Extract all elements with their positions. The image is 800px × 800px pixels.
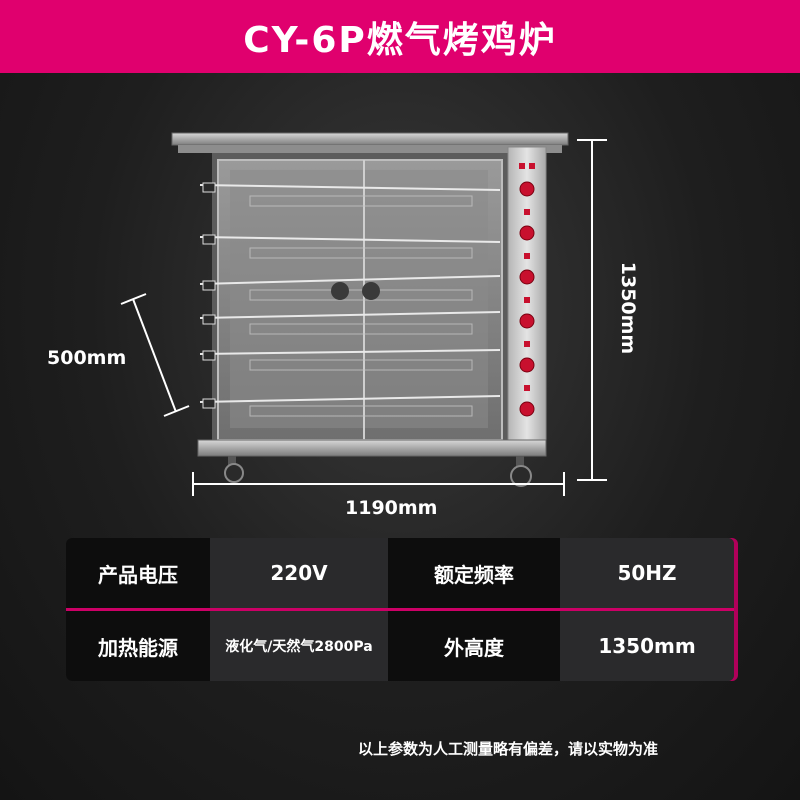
spec-value-voltage: 220V bbox=[210, 538, 388, 608]
control-knobs bbox=[519, 181, 535, 417]
spec-divider bbox=[66, 608, 734, 611]
oven-top-lid bbox=[171, 132, 569, 153]
spec-label-height: 外高度 bbox=[388, 611, 560, 681]
disclaimer-note: 以上参数为人工测量略有偏差，请以实物为准 bbox=[358, 740, 659, 758]
spec-row: 加热能源 液化气/天然气2800Pa 外高度 1350mm bbox=[66, 611, 734, 681]
height-label-wrapper: 1350mm bbox=[598, 258, 658, 358]
depth-dimension-line bbox=[120, 293, 190, 417]
depth-label: 500mm bbox=[47, 347, 127, 369]
spec-label-frequency: 额定频率 bbox=[388, 538, 560, 608]
product-image bbox=[120, 132, 607, 496]
width-label: 1190mm bbox=[345, 497, 438, 519]
page-title: CY-6P燃气烤鸡炉 bbox=[243, 19, 557, 61]
spit-racks bbox=[249, 195, 473, 417]
spec-value-height: 1350mm bbox=[560, 611, 734, 681]
title-banner: CY-6P燃气烤鸡炉 bbox=[0, 0, 800, 73]
rotisserie-spits bbox=[199, 184, 501, 403]
door-handles bbox=[331, 282, 380, 300]
spec-table: 产品电压 220V 额定频率 50HZ 加热能源 液化气/天然气2800Pa 外… bbox=[66, 538, 734, 681]
spit-handles bbox=[202, 182, 216, 409]
spec-row: 产品电压 220V 额定频率 50HZ bbox=[66, 538, 734, 608]
height-dimension-line bbox=[577, 139, 607, 481]
spec-value-frequency: 50HZ bbox=[560, 538, 734, 608]
spec-value-energy: 液化气/天然气2800Pa bbox=[210, 611, 388, 681]
height-label: 1350mm bbox=[617, 261, 639, 355]
spec-label-energy: 加热能源 bbox=[66, 611, 210, 681]
width-dimension-line bbox=[192, 472, 565, 496]
spec-label-voltage: 产品电压 bbox=[66, 538, 210, 608]
casters bbox=[224, 456, 532, 487]
oven-base bbox=[197, 439, 547, 457]
